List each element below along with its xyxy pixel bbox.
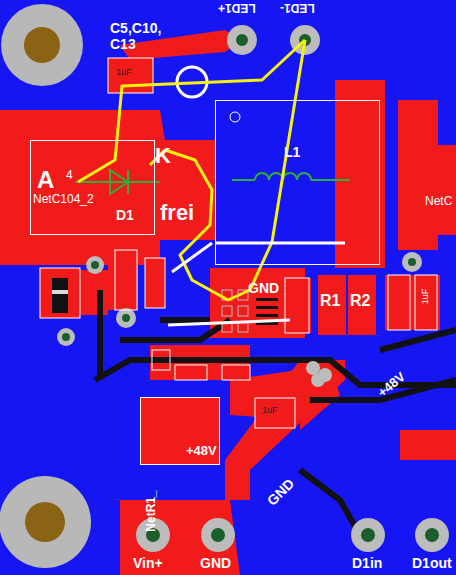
silkscreen-label: A <box>37 168 54 192</box>
silkscreen-label: GND <box>248 281 279 295</box>
silkscreen-label: D1 <box>116 208 134 222</box>
component-footprint: +48V <box>140 397 220 465</box>
silkscreen-label: K <box>155 145 171 167</box>
silkscreen-label: 1uF <box>262 406 278 415</box>
silkscreen-label: D1out <box>412 556 452 570</box>
silkscreen-label: 4 <box>66 169 73 181</box>
silkscreen-label: LED1- <box>280 2 315 14</box>
silkscreen-label: D1in <box>352 556 382 570</box>
silkscreen-label: +48V <box>186 444 217 457</box>
silkscreen-label: L1 <box>284 145 300 159</box>
silkscreen-label: 1uF <box>116 68 132 77</box>
silkscreen-label: NetC104_2 <box>33 193 94 205</box>
silkscreen-label: GND <box>200 556 231 570</box>
silkscreen-label: C5,C10, C13 <box>110 20 170 52</box>
silkscreen-label: NetR1_ <box>145 490 157 531</box>
silkscreen-label: LED1+ <box>218 2 256 14</box>
silkscreen-label: R1 <box>320 293 340 309</box>
component-footprint: R1 <box>318 275 346 335</box>
silkscreen-label: 1uF <box>421 289 430 305</box>
silkscreen-label: Vin+ <box>133 556 163 570</box>
silkscreen-label: frei <box>160 202 194 224</box>
component-footprint: L1 <box>215 100 380 265</box>
silkscreen-label: R2 <box>350 293 370 309</box>
silkscreen-label: NetC <box>425 195 452 207</box>
component-footprint: R2 <box>348 275 376 335</box>
